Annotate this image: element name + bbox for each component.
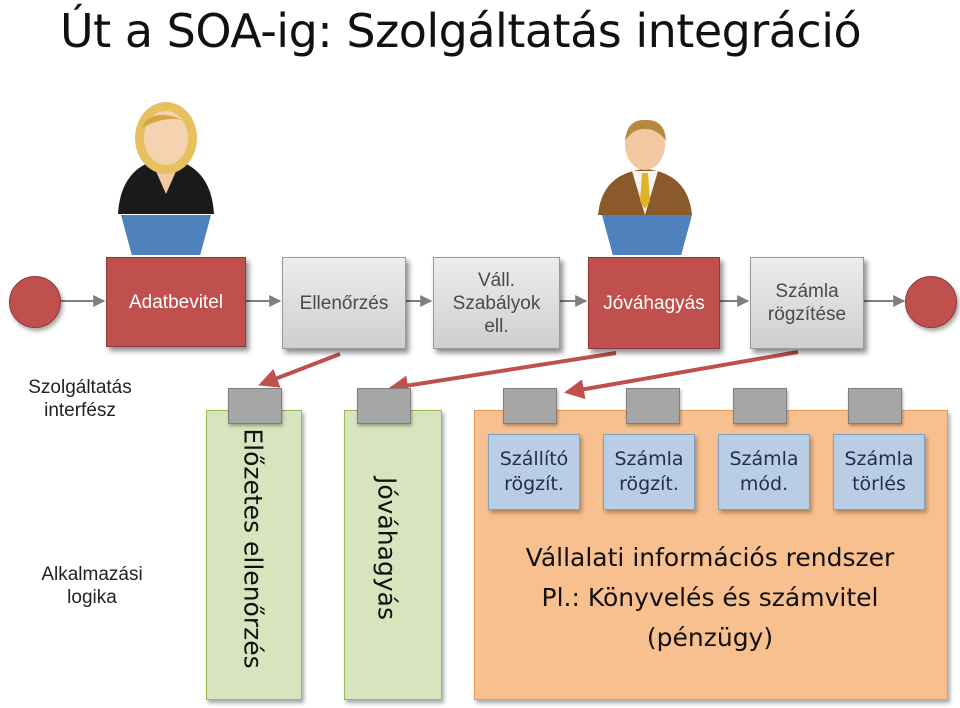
step-vall-szabalyok[interactable]: Váll. Szabályok ell. [433,257,560,349]
binding-arrow [564,350,799,400]
user-screen [602,215,692,255]
service-port [357,388,411,424]
service-szallito-rogzit[interactable]: Szállító rögzít. [488,434,580,510]
start-event [9,276,61,328]
service-port [228,388,282,424]
erp-domain: (pénzügy) [646,623,774,652]
layer-label-service-interface: Szolgáltatás interfész [28,377,132,421]
service-szamla-rogzit[interactable]: Számla rögzít. [603,434,695,510]
precheck-label: Előzetes ellenőrzés [238,428,268,669]
service-port [626,388,680,424]
layer-label-application-logic: Alkalmazási logika [41,564,143,608]
step-szamla-rogzitese[interactable]: Számla rögzítése [750,257,864,349]
approval-label: Jóváhagyás [372,477,402,620]
step-ellenorzes[interactable]: Ellenőrzés [282,257,406,349]
service-port [503,388,557,424]
step-adatbevitel[interactable]: Adatbevitel [106,257,246,347]
end-event [905,276,957,328]
erp-example: Pl.: Könyvelés és számvitel [541,583,879,612]
binding-arrow [258,352,341,388]
precheck-component [206,410,302,700]
step-jovahagyas[interactable]: Jóváhagyás [588,257,720,349]
erp-description: Vállalati információs rendszer Pl.: Köny… [474,538,946,658]
service-szamla-torles[interactable]: Számla törlés [833,434,925,510]
binding-arrow [388,351,617,396]
female-user-icon [113,98,219,219]
male-user-icon [596,115,694,220]
page-title: Út a SOA-ig: Szolgáltatás integráció [60,4,862,58]
service-port [848,388,902,424]
user-screen [121,215,211,255]
service-szamla-mod[interactable]: Számla mód. [718,434,810,510]
erp-title: Vállalati információs rendszer [525,543,895,572]
service-port [733,388,787,424]
